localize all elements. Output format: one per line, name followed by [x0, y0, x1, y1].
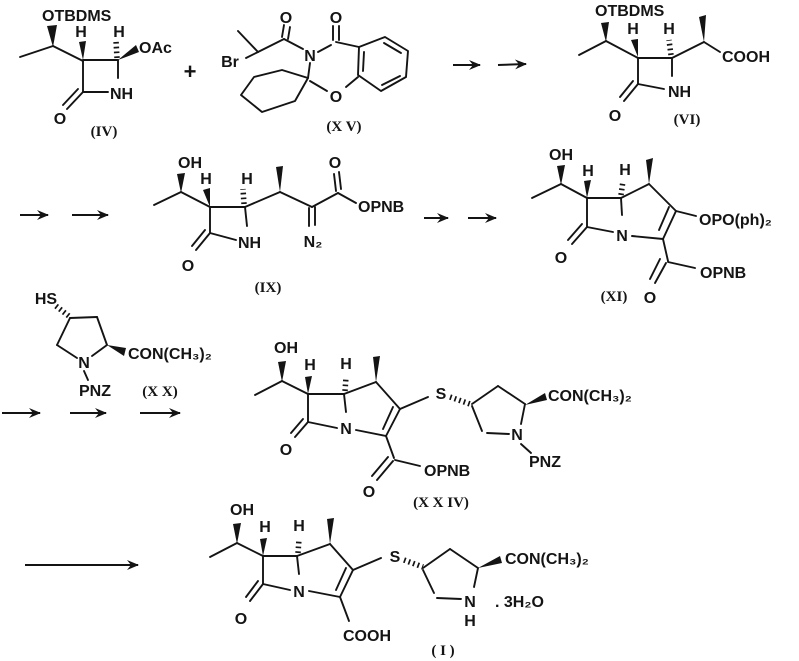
- ix-nh-label: NH: [238, 235, 261, 252]
- xi-h5-label: H: [619, 162, 631, 179]
- iv-tag: (IV): [91, 124, 118, 140]
- xi-h6-label: H: [582, 163, 594, 180]
- ix-opnb-label: OPNB: [358, 199, 404, 216]
- vi-bonds: [578, 15, 721, 102]
- i-n-label: N: [293, 584, 305, 601]
- iv-oketo-label: O: [54, 111, 66, 128]
- iv-otbdms-label: OTBDMS: [42, 8, 112, 25]
- compound-vi: OTBDMS H H COOH NH O (VI): [578, 3, 770, 128]
- xi-opoph2-label: OPO(ph)₂: [699, 212, 772, 229]
- iv-nh-label: NH: [110, 86, 133, 103]
- ix-h3-label: H: [200, 171, 212, 188]
- vi-h3-label: H: [627, 21, 639, 38]
- iv-h3-label: H: [75, 24, 87, 41]
- ix-oester-label: O: [329, 155, 341, 172]
- xx-n-label: N: [78, 355, 90, 372]
- xi-n-label: N: [616, 228, 628, 245]
- ix-oketo-label: O: [182, 258, 194, 275]
- compound-xx: HS N PNZ CON(CH₃)₂ (X X): [35, 291, 212, 400]
- xxiv-oketo-label: O: [280, 442, 292, 459]
- i-tag: ( I ): [431, 643, 454, 659]
- xv-oacyl-label: O: [280, 10, 292, 27]
- xx-pnz-label: PNZ: [79, 383, 111, 400]
- vi-otbdms-label: OTBDMS: [595, 3, 665, 20]
- xi-bonds: [531, 158, 697, 284]
- ix-bonds: [153, 166, 357, 251]
- vi-tag: (VI): [674, 112, 701, 128]
- i-s-label: S: [390, 549, 401, 566]
- xi-oh-label: OH: [549, 147, 573, 164]
- xxiv-oester-label: O: [363, 484, 375, 501]
- compound-ix: OH H H O OPNB NH N₂ O (IX): [153, 155, 404, 296]
- xxiv-opnb-label: OPNB: [424, 463, 470, 480]
- xxiv-oh-label: OH: [274, 340, 298, 357]
- i-h6-label: H: [259, 519, 271, 536]
- xv-tag: (X V): [326, 119, 361, 135]
- ix-h4-label: H: [241, 171, 253, 188]
- xxiv-h5-label: H: [340, 356, 352, 373]
- ix-n2-label: N₂: [304, 234, 323, 251]
- i-h5-label: H: [293, 518, 305, 535]
- plus-operator: +: [184, 59, 197, 84]
- compound-xv: O O Br N O (X V): [221, 10, 409, 135]
- xxiv-pnz-label: PNZ: [529, 454, 561, 471]
- xi-opnb-label: OPNB: [700, 265, 746, 282]
- xxiv-npyr-label: N: [511, 427, 523, 444]
- i-cooh-label: COOH: [343, 628, 391, 645]
- xx-hs-label: HS: [35, 291, 58, 308]
- xx-tag: (X X): [142, 384, 177, 400]
- i-amide-label: CON(CH₃)₂: [505, 551, 589, 568]
- xxiv-s-label: S: [436, 386, 447, 403]
- i-npyr-label: N: [464, 594, 476, 611]
- reaction-arrows-1: [453, 59, 527, 70]
- compound-iv: OTBDMS H H OAc NH O (IV): [19, 8, 172, 140]
- xxiv-amide-label: CON(CH₃)₂: [548, 388, 632, 405]
- xi-tag: (XI): [601, 289, 628, 305]
- i-hpyr-label: H: [464, 613, 476, 630]
- compound-i: OH H H S N O COOH N H CON(CH₃)₂ . 3H₂O (…: [209, 502, 589, 659]
- reaction-arrow: [497, 59, 527, 70]
- xxiv-bonds: [254, 356, 547, 481]
- xv-bonds: [237, 24, 409, 113]
- i-hydrate-label: . 3H₂O: [495, 594, 544, 611]
- xv-oring-label: O: [330, 89, 342, 106]
- compound-xi: OH H H OPO(ph)₂ N O OPNB O (XI): [531, 147, 772, 307]
- iv-oac-label: OAc: [139, 40, 172, 57]
- vi-oketo-label: O: [609, 108, 621, 125]
- xxiv-n-label: N: [340, 421, 352, 438]
- i-bonds: [209, 518, 502, 622]
- xx-amide-label: CON(CH₃)₂: [128, 346, 212, 363]
- xi-oketo-label: O: [555, 250, 567, 267]
- i-oh-label: OH: [230, 502, 254, 519]
- ix-oh-label: OH: [178, 155, 202, 172]
- vi-nh-label: NH: [668, 84, 691, 101]
- ix-tag: (IX): [255, 280, 282, 296]
- xv-n-label: N: [304, 48, 316, 65]
- compound-xxiv: OH H H S N O OPNB O N PNZ CON(CH₃)₂ (X X…: [254, 340, 632, 511]
- xv-oketo-label: O: [330, 10, 342, 27]
- xxiv-tag: (X X IV): [413, 495, 469, 511]
- iv-bonds: [19, 25, 139, 110]
- vi-h4-label: H: [663, 21, 675, 38]
- xi-oester-label: O: [644, 290, 656, 307]
- vi-cooh-label: COOH: [722, 49, 770, 66]
- xv-br-label: Br: [221, 54, 239, 71]
- xx-bonds: [54, 303, 126, 381]
- iv-h4-label: H: [113, 24, 125, 41]
- xxiv-h6-label: H: [304, 357, 316, 374]
- i-oketo-label: O: [235, 611, 247, 628]
